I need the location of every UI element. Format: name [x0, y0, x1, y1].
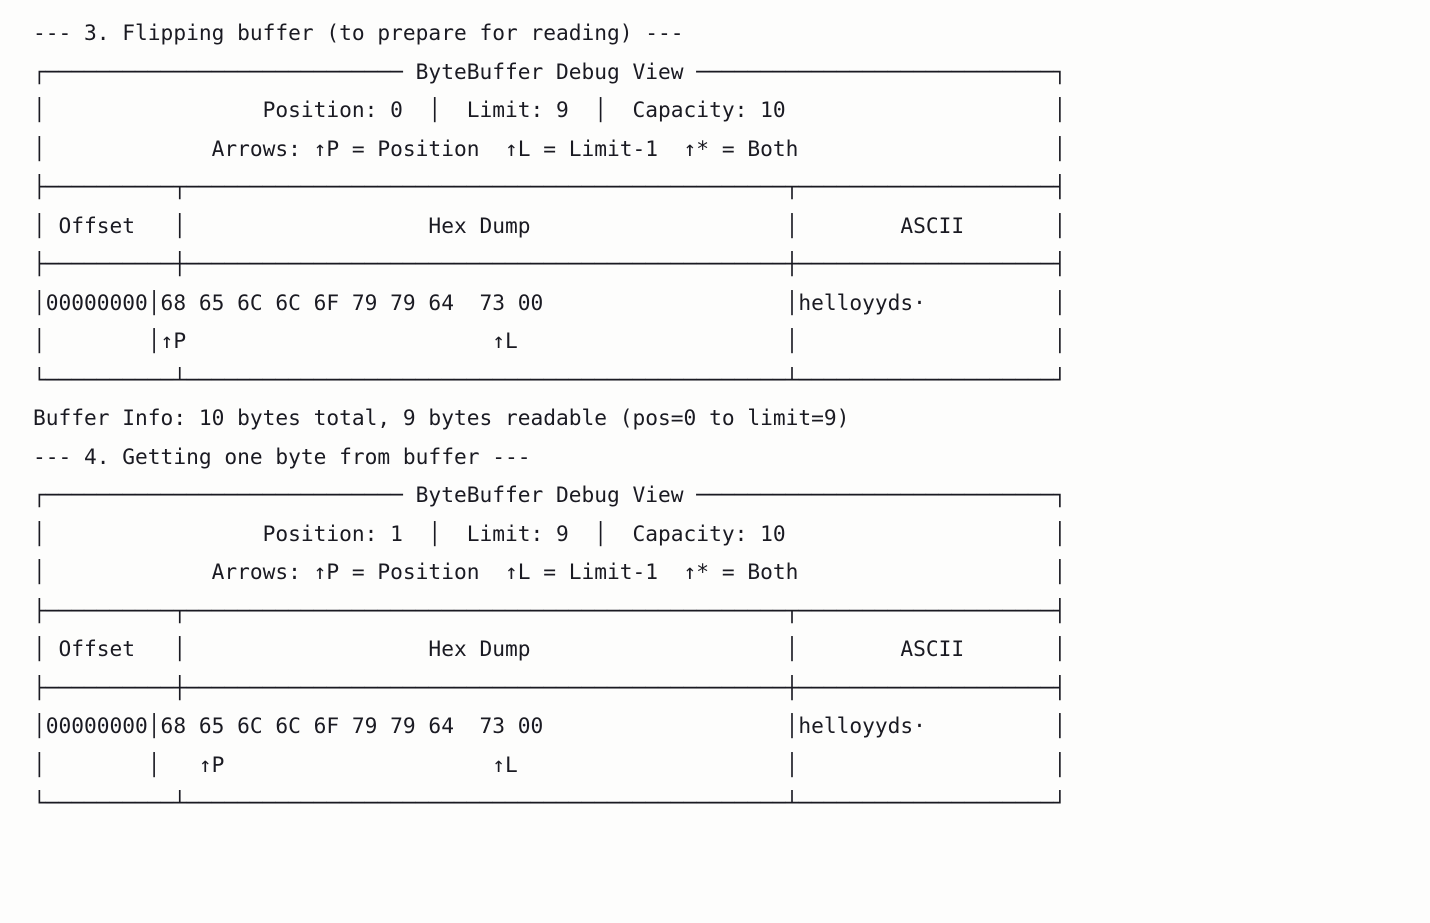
hex-dump-row-3: │00000000│68 65 6C 6C 6F 79 79 64 73 00 …	[33, 289, 1067, 315]
panel-top-border-4: ┌──────────────────────────── ByteBuffer…	[33, 482, 1067, 507]
table-column-headers-4: │ Offset │ Hex Dump │ ASCII │	[33, 636, 1067, 661]
section-getting-one-byte: --- 4. Getting one byte from buffer --- …	[33, 438, 1430, 823]
section-heading-4: --- 4. Getting one byte from buffer ---	[33, 443, 531, 469]
pointer-arrow-row-4: │ │ ↑P ↑L │ │	[33, 751, 1067, 777]
table-header-rule-top-4: ├──────────┬────────────────────────────…	[33, 597, 1067, 623]
hex-dump-row-4: │00000000│68 65 6C 6C 6F 79 79 64 73 00 …	[33, 713, 1067, 738]
section-flipping-buffer: --- 3. Flipping buffer (to prepare for r…	[33, 14, 1430, 399]
panel-arrows-legend-4: │ Arrows: ↑P = Position ↑L = Limit-1 ↑* …	[33, 559, 1067, 584]
table-header-rule-top-3: ├──────────┬────────────────────────────…	[33, 174, 1067, 199]
table-header-rule-bottom-4: ├──────────┼────────────────────────────…	[33, 674, 1067, 700]
buffer-info-line: Buffer Info: 10 bytes total, 9 bytes rea…	[33, 405, 850, 430]
table-column-headers-3: │ Offset │ Hex Dump │ ASCII │	[33, 212, 1067, 238]
pointer-arrow-row-3: │ │↑P ↑L │ │	[33, 328, 1067, 353]
panel-status-row-4: │ Position: 1 │ Limit: 9 │ Capacity: 10 …	[33, 520, 1067, 546]
panel-status-row-3: │ Position: 0 │ Limit: 9 │ Capacity: 10 …	[33, 97, 1067, 122]
panel-top-border-3: ┌──────────────────────────── ByteBuffer…	[33, 58, 1067, 84]
panel-arrows-legend-3: │ Arrows: ↑P = Position ↑L = Limit-1 ↑* …	[33, 135, 1067, 161]
panel-bottom-border-4: └──────────┴────────────────────────────…	[33, 790, 1067, 815]
section-heading-3: --- 3. Flipping buffer (to prepare for r…	[33, 20, 684, 45]
panel-bottom-border-3: └──────────┴────────────────────────────…	[33, 366, 1067, 392]
table-header-rule-bottom-3: ├──────────┼────────────────────────────…	[33, 251, 1067, 276]
